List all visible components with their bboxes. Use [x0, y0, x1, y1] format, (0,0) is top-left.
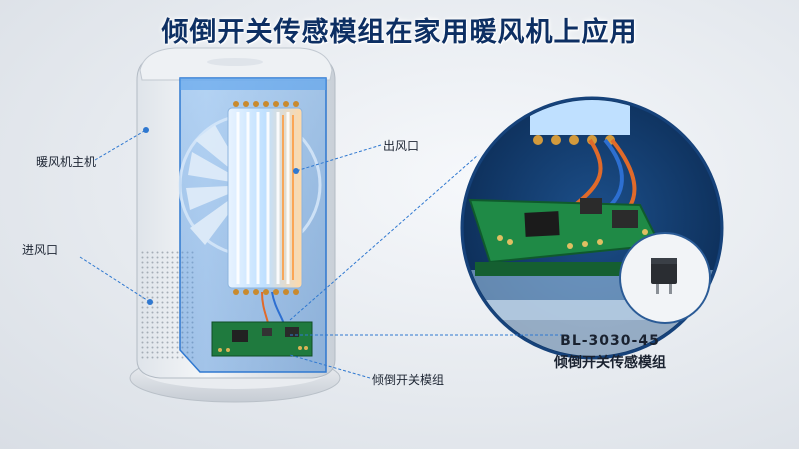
page-title: 倾倒开关传感模组在家用暖风机上应用 — [161, 17, 638, 48]
leader-air-inlet — [79, 256, 151, 303]
leader-tilt-module — [289, 354, 371, 379]
heating-element — [227, 101, 303, 295]
label-air-outlet: 出风口 — [383, 139, 420, 153]
leader-zoom-top — [289, 154, 479, 321]
product-model: BL-3030-45 — [560, 333, 660, 349]
tilt-module-pcb — [211, 321, 313, 357]
label-tilt-module: 倾倒开关模组 — [372, 373, 445, 387]
label-air-inlet: 进风口 — [22, 243, 59, 257]
sensor-chip — [651, 258, 677, 284]
product-name: 倾倒开关传感模组 — [554, 355, 666, 371]
label-heater-body: 暖风机主机 — [36, 155, 97, 169]
